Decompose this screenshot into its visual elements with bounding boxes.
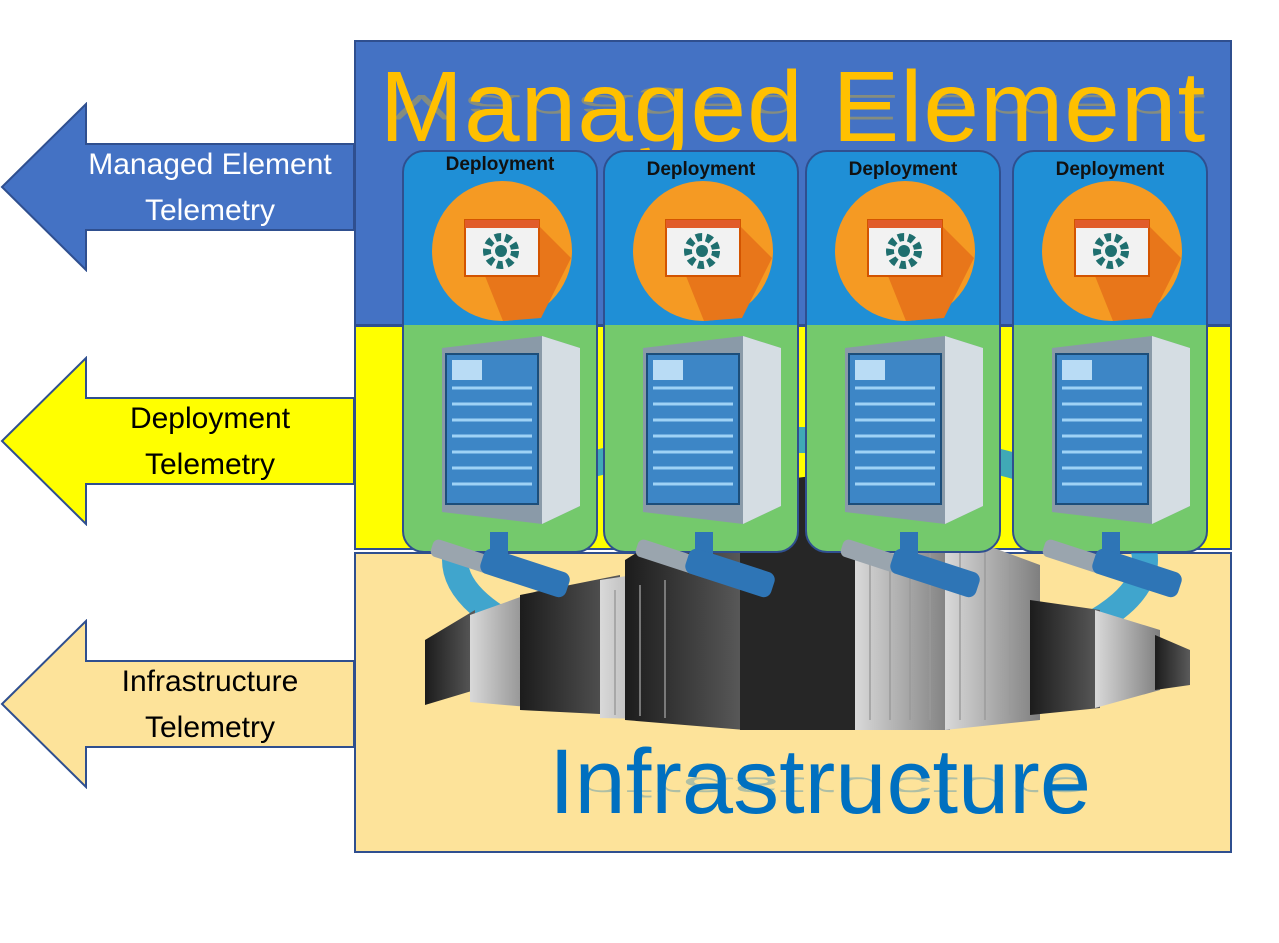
server-icon <box>845 336 983 524</box>
deployment-card: Deployment <box>603 150 799 553</box>
app-gear-icon <box>1042 181 1182 321</box>
deployment-label: Deployment <box>445 154 555 175</box>
server-icon <box>643 336 781 524</box>
network-tap-icon <box>840 532 980 598</box>
deployment-card: Deployment <box>402 150 598 553</box>
app-gear-icon <box>432 181 572 321</box>
infrastructure-title-reflection: Infrastructure <box>549 771 1091 803</box>
server-icon <box>442 336 580 524</box>
deployment-label: Deployment <box>646 159 756 180</box>
infrastructure-title: Infrastructure Infrastructure <box>470 732 1170 832</box>
network-tap-icon <box>1042 532 1182 598</box>
network-tap-icon <box>635 532 775 598</box>
rack-cluster-right <box>1030 600 1190 715</box>
app-gear-icon <box>835 181 975 321</box>
server-icon <box>1052 336 1190 524</box>
network-tap-icon <box>430 532 570 598</box>
deployment-card: Deployment <box>805 150 1001 553</box>
deployment-label: Deployment <box>1055 159 1165 180</box>
deployment-label: Deployment <box>848 159 958 180</box>
data-center-illustration <box>425 427 1190 730</box>
deployment-card: Deployment <box>1012 150 1208 553</box>
app-gear-icon <box>633 181 773 321</box>
managed-element-title: Managed Element Managed Element <box>360 52 1226 162</box>
network-taps <box>430 532 1182 598</box>
